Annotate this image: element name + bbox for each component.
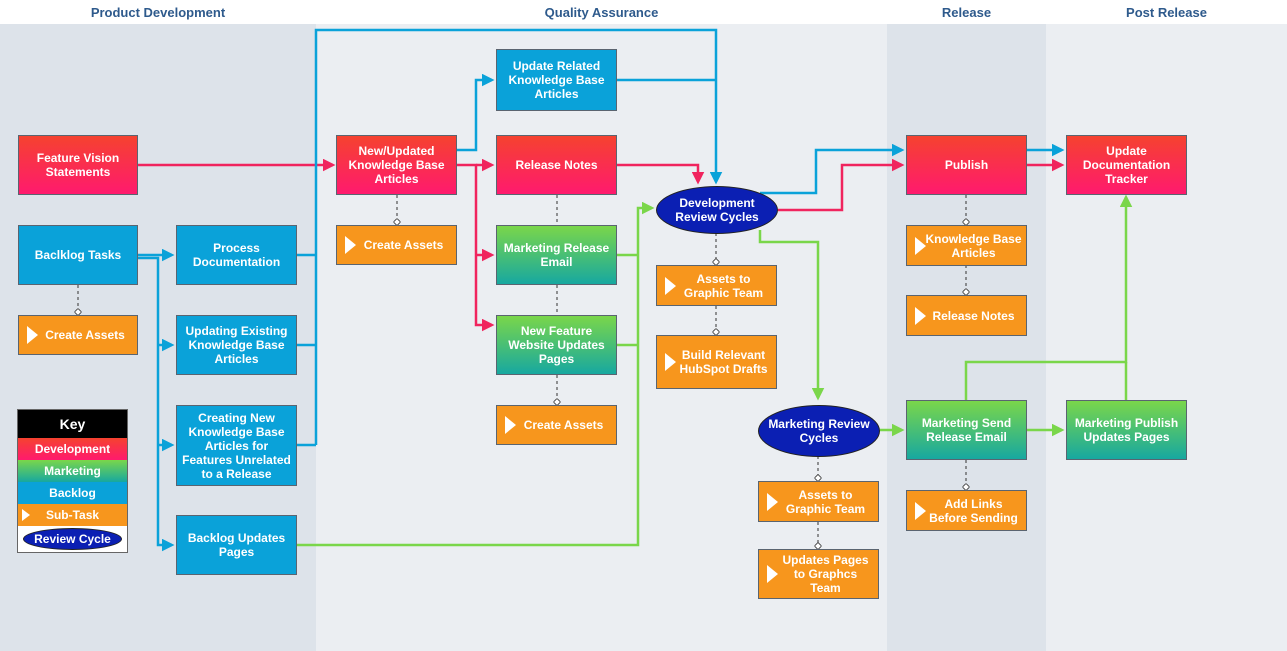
subtask-triangle-icon — [767, 565, 778, 583]
arrow-dev-to-marketing-review — [758, 230, 825, 401]
node-label: Knowledge Base Articles — [925, 231, 1022, 260]
legend-subtask-label: Sub-Task — [45, 508, 100, 522]
node-release-notes-sub[interactable]: Release Notes — [906, 295, 1027, 336]
lane-title-product-development: Product Development — [90, 5, 226, 20]
node-create-assets-1[interactable]: Create Assets — [18, 315, 138, 355]
legend-review-cycle: Review Cycle — [23, 528, 122, 550]
node-release-notes[interactable]: Release Notes — [496, 135, 617, 195]
subtask-triangle-icon — [915, 236, 926, 255]
node-marketing-send-email[interactable]: Marketing Send Release Email — [906, 400, 1027, 460]
lane-post-release — [1046, 24, 1287, 651]
node-create-assets-2[interactable]: Create Assets — [336, 225, 457, 265]
node-update-doc-tracker[interactable]: Update Documentation Tracker — [1066, 135, 1187, 195]
arrow-review-to-publish — [778, 158, 905, 212]
arrow-kb-branch — [457, 163, 495, 332]
node-label: Assets to Graphic Team — [683, 271, 764, 300]
node-add-links[interactable]: Add Links Before Sending — [906, 490, 1027, 531]
node-label: Add Links Before Sending — [929, 496, 1018, 525]
legend-subtask: Sub-Task — [18, 504, 127, 526]
arrow-release-notes-to-review — [617, 163, 705, 185]
lane-title-post-release: Post Release — [1126, 5, 1207, 20]
subtask-triangle-icon — [767, 492, 778, 511]
legend-marketing: Marketing — [18, 460, 127, 482]
arrow-send-to-tracker — [964, 194, 1133, 400]
node-assets-graphic-2[interactable]: Assets to Graphic Team — [758, 481, 879, 522]
node-creating-new-kb[interactable]: Creating New Knowledge Base Articles for… — [176, 405, 297, 486]
node-label: Create Assets — [363, 238, 444, 252]
lane-title-quality-assurance: Quality Assurance — [544, 5, 659, 20]
lane-release — [887, 24, 1046, 651]
node-update-related-kb[interactable]: Update Related Knowledge Base Articles — [496, 49, 617, 111]
node-label: Build Relevant HubSpot Drafts — [679, 348, 768, 376]
node-backlog-tasks[interactable]: Baclklog Tasks — [18, 225, 138, 285]
legend-review-row: Review Cycle — [18, 526, 127, 552]
node-publish[interactable]: Publish — [906, 135, 1027, 195]
node-updates-pages-graphics[interactable]: Updates Pages to Graphcs Team — [758, 549, 879, 599]
arrow-to-dev-review — [314, 28, 723, 445]
node-kb-articles-sub[interactable]: Knowledge Base Articles — [906, 225, 1027, 266]
node-label: Assets to Graphic Team — [785, 487, 866, 516]
node-backlog-updates-pages[interactable]: Backlog Updates Pages — [176, 515, 297, 575]
subtask-triangle-icon — [505, 416, 516, 434]
node-new-feature-website[interactable]: New Feature Website Updates Pages — [496, 315, 617, 375]
node-marketing-release-email[interactable]: Marketing Release Email — [496, 225, 617, 285]
node-label: Updates Pages to Graphcs Team — [782, 553, 869, 595]
subtask-triangle-icon — [915, 501, 926, 520]
node-label: Create Assets — [523, 418, 604, 432]
subtask-triangle-icon — [665, 353, 676, 371]
node-marketing-publish-updates[interactable]: Marketing Publish Updates Pages — [1066, 400, 1187, 460]
node-feature-vision[interactable]: Feature Vision Statements — [18, 135, 138, 195]
subtask-triangle-icon — [915, 306, 926, 325]
legend-subtask-triangle-icon — [22, 509, 30, 521]
node-label: Create Assets — [45, 328, 125, 342]
node-updating-existing-kb[interactable]: Updating Existing Knowledge Base Article… — [176, 315, 297, 375]
node-label: Release Notes — [932, 308, 1015, 323]
node-new-updated-kb[interactable]: New/Updated Knowledge Base Articles — [336, 135, 457, 195]
node-assets-graphic-1[interactable]: Assets to Graphic Team — [656, 265, 777, 306]
legend-development: Development — [18, 438, 127, 460]
node-marketing-review-cycles[interactable]: Marketing Review Cycles — [758, 405, 880, 457]
node-process-documentation[interactable]: Process Documentation — [176, 225, 297, 285]
subtask-triangle-icon — [665, 276, 676, 295]
legend: Key Development Marketing Backlog Sub-Ta… — [17, 409, 128, 553]
legend-backlog: Backlog — [18, 482, 127, 504]
node-build-hubspot[interactable]: Build Relevant HubSpot Drafts — [656, 335, 777, 389]
lane-title-release: Release — [941, 5, 992, 20]
arrow-kb-to-update-related — [457, 73, 495, 152]
node-dev-review-cycles[interactable]: Development Review Cycles — [656, 186, 778, 234]
legend-title: Key — [18, 410, 127, 438]
node-create-assets-3[interactable]: Create Assets — [496, 405, 617, 445]
arrow-review-to-publish-blue — [760, 143, 905, 195]
subtask-triangle-icon — [345, 236, 356, 254]
arrow-backlog-branch — [138, 256, 175, 552]
arrow-backlog-updates-to-review — [297, 201, 655, 547]
subtask-triangle-icon — [27, 326, 38, 344]
